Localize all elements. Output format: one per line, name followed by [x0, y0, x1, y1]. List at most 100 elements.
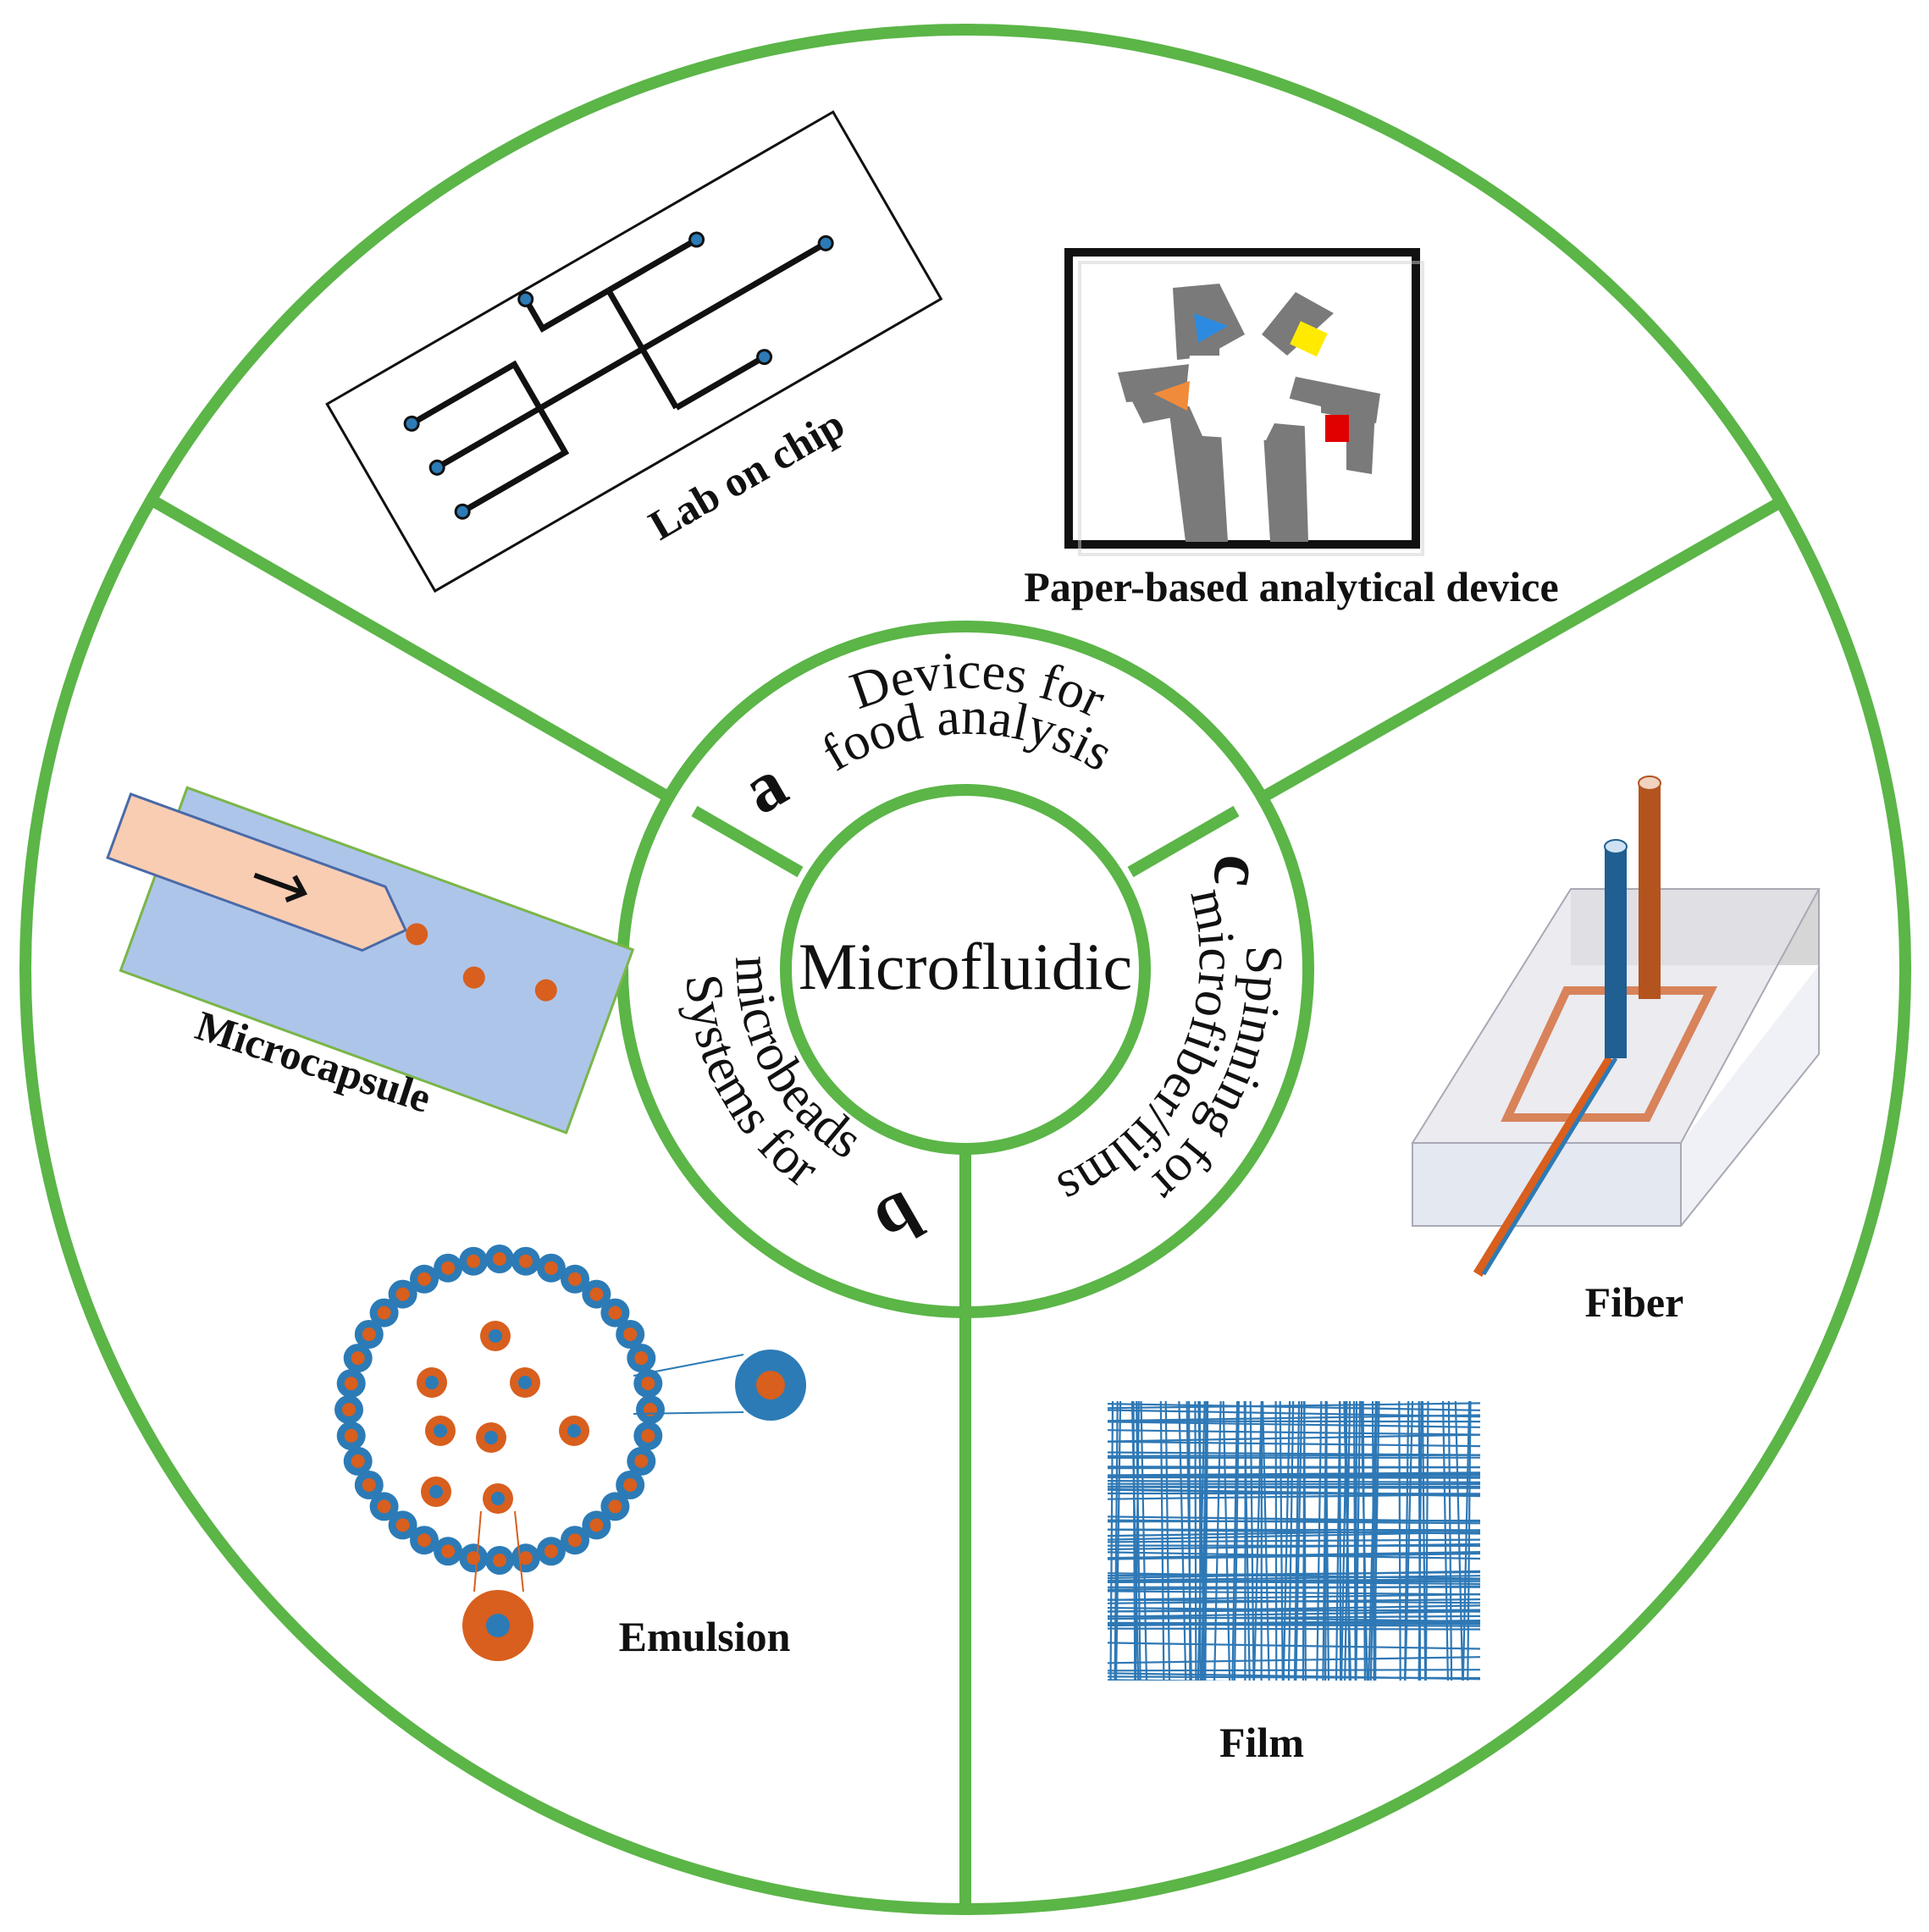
- capsule-flow-arrow: [253, 872, 303, 896]
- emulsion-label: Emulsion: [619, 1613, 791, 1660]
- film-fiber: [1108, 1538, 1480, 1543]
- emulsion-shell: [334, 1245, 665, 1575]
- shell-bead-core: [351, 1351, 365, 1366]
- film-fiber: [1108, 1604, 1480, 1613]
- shell-bead-core: [493, 1554, 506, 1567]
- shell-bead-core: [589, 1518, 604, 1532]
- film-fiber: [1108, 1610, 1480, 1618]
- shell-bead-core: [589, 1287, 604, 1301]
- center-hub: Microfluidic: [780, 784, 1151, 1155]
- shell-bead-core: [377, 1305, 391, 1320]
- lab-on-chip-illustration: Lab on chip: [325, 110, 943, 593]
- shell-bead-core: [623, 1478, 638, 1492]
- emulsion-inner-droplets: [417, 1321, 589, 1514]
- shell-bead-core: [342, 1403, 356, 1416]
- microcapsule-illustration: Microcapsule: [106, 786, 635, 1134]
- film-fiber: [1108, 1403, 1480, 1411]
- film-fiber: [1108, 1454, 1480, 1458]
- film-fiber: [1134, 1401, 1140, 1681]
- fiber-strand-orange: [1473, 1055, 1616, 1278]
- film-fiber: [1108, 1409, 1480, 1418]
- fiber-channel: [1501, 986, 1718, 1122]
- film-fiber: [1108, 1440, 1480, 1448]
- center-label: Microfluidic: [799, 930, 1132, 1003]
- shell-bead-core: [441, 1261, 456, 1275]
- film-fiber: [1108, 1642, 1480, 1650]
- film-fiber: [1108, 1429, 1480, 1436]
- film-fiber: [1108, 1627, 1480, 1631]
- shell-bead-core: [493, 1252, 506, 1266]
- shell-bead-core: [608, 1499, 622, 1514]
- shell-bead-core: [544, 1261, 558, 1275]
- shell-bead-core: [344, 1428, 358, 1443]
- shell-bead-core: [417, 1533, 431, 1548]
- shell-bead-core: [608, 1305, 622, 1320]
- film-fiber: [1442, 1401, 1449, 1681]
- paper-triangle-orange: [1153, 381, 1190, 411]
- capsule-droplet: [406, 923, 428, 946]
- emulsion-illustration: Emulsion: [334, 1245, 806, 1661]
- shell-bead-core: [441, 1544, 456, 1559]
- film-fiber: [1462, 1401, 1471, 1681]
- film-fiber: [1109, 1401, 1114, 1681]
- inner-circle: [780, 784, 1151, 1155]
- film-illustration: Film: [1108, 1401, 1480, 1766]
- shell-bead-core: [467, 1254, 481, 1268]
- film-fiber: [1136, 1401, 1141, 1681]
- film-fiber: [1108, 1598, 1480, 1604]
- fiber-front-face: [1412, 1143, 1681, 1226]
- paper-device-hub: [1186, 356, 1321, 440]
- film-fiber: [1114, 1401, 1122, 1681]
- paper-device-channels: [1118, 284, 1380, 542]
- film-fiber: [1108, 1615, 1480, 1620]
- film-fiber: [1108, 1529, 1480, 1537]
- shell-bead-core: [377, 1499, 391, 1514]
- film-fiber: [1108, 1552, 1480, 1560]
- shell-bead-core: [395, 1518, 410, 1532]
- film-fiber: [1108, 1421, 1480, 1428]
- film-fiber: [1108, 1471, 1480, 1477]
- film-fiber: [1108, 1593, 1480, 1601]
- film-fiber: [1447, 1401, 1453, 1681]
- emulsion-zoom-right: [633, 1350, 806, 1421]
- chip-ports: [403, 231, 834, 520]
- film-fiber: [1140, 1401, 1148, 1681]
- shell-bead-core: [344, 1377, 358, 1391]
- film-fiber: [1108, 1531, 1480, 1541]
- film-fiber: [1108, 1476, 1480, 1479]
- film-fiber: [1108, 1585, 1480, 1591]
- shell-bead-core: [634, 1454, 649, 1468]
- shell-bead-core: [417, 1272, 431, 1286]
- film-fiber: [1108, 1402, 1480, 1410]
- film-fiber: [1108, 1570, 1480, 1577]
- fiber-label: Fiber: [1585, 1278, 1684, 1326]
- fiber-illustration: Fiber: [1411, 776, 1821, 1326]
- film-fiber: [1108, 1433, 1480, 1443]
- shell-bead-core: [362, 1478, 376, 1492]
- film-fiber: [1108, 1590, 1480, 1596]
- capsule-droplet: [462, 966, 485, 989]
- fiber-needle-blue: [1605, 847, 1627, 1058]
- film-fiber: [1454, 1401, 1464, 1681]
- film-fiber: [1467, 1401, 1472, 1681]
- shell-bead-core: [641, 1377, 655, 1391]
- shell-bead-core: [395, 1287, 410, 1301]
- film-fiber: [1108, 1543, 1480, 1551]
- film-fiber: [1108, 1580, 1480, 1584]
- film-fiber: [1108, 1575, 1480, 1581]
- film-fiber: [1108, 1551, 1480, 1560]
- film-label: Film: [1219, 1719, 1304, 1766]
- film-fiber: [1108, 1519, 1480, 1525]
- film-fiber: [1108, 1466, 1480, 1470]
- shell-bead-core: [518, 1254, 533, 1268]
- shell-bead-core: [641, 1428, 655, 1443]
- chip-channels: [410, 237, 827, 515]
- capsule-droplet: [534, 979, 557, 1002]
- film-fiber: [1108, 1679, 1235, 1681]
- fiber-strand-blue: [1481, 1057, 1618, 1276]
- capsule-nozzle: [106, 792, 408, 952]
- fiber-side-face: [1681, 965, 1819, 1226]
- emulsion-zoom-bottom: [462, 1510, 533, 1661]
